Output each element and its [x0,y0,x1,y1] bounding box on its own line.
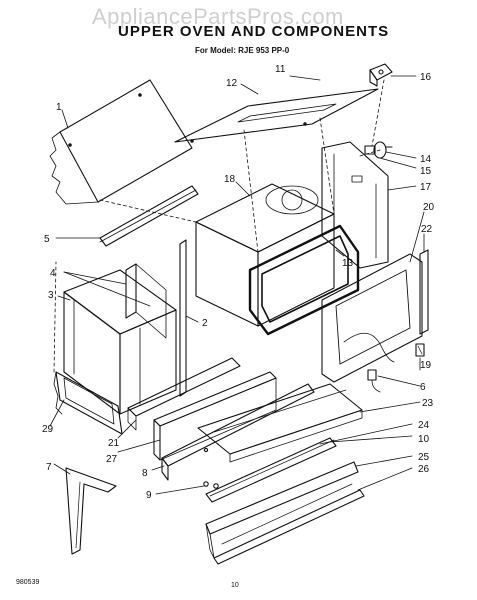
svg-text:19: 19 [420,360,432,371]
page-number: 10 [231,582,239,589]
svg-text:5: 5 [44,234,50,245]
diagram-title: UPPER OVEN AND COMPONENTS [118,23,390,40]
svg-text:23: 23 [422,398,434,409]
svg-text:12: 12 [226,78,238,89]
alignment-lines [53,79,385,373]
watermark: AppliancePartsPros.com [92,4,344,29]
vertical-bracket [125,263,167,339]
wire-connector [367,369,381,393]
svg-text:24: 24 [418,420,430,431]
catalog-number: 980539 [16,579,40,586]
svg-text:20: 20 [423,202,435,213]
back-panel [49,79,193,205]
svg-text:18: 18 [224,174,236,185]
screws [203,447,219,489]
svg-text:6: 6 [420,382,426,393]
bracket-part [369,63,393,87]
svg-text:13: 13 [342,258,354,269]
svg-text:2: 2 [202,318,208,329]
door-frame [321,253,423,383]
knob-part [364,141,393,159]
svg-text:11: 11 [275,64,286,75]
svg-text:7: 7 [46,462,52,473]
model-number: For Model: RJE 953 PP-0 [195,46,290,55]
svg-text:10: 10 [418,434,430,445]
svg-text:4: 4 [50,268,56,279]
bottom-tray [197,383,363,463]
oven-cavity [195,183,335,327]
hinge-rod [99,185,199,247]
small-bracket [415,343,425,357]
bottom-rail-10 [205,437,337,503]
front-panel-lower [153,371,277,461]
svg-text:17: 17 [420,182,432,193]
svg-text:14: 14 [420,154,432,165]
right-side-panel [321,141,389,269]
leader-lines [49,75,425,495]
svg-text:9: 9 [146,490,152,501]
rail [127,357,241,431]
bottom-panel [161,383,315,481]
svg-text:26: 26 [418,464,430,475]
bottom-channel [205,461,365,565]
svg-text:27: 27 [106,454,118,465]
svg-text:29: 29 [42,424,54,435]
svg-text:1: 1 [56,102,62,113]
svg-text:3: 3 [48,290,54,301]
angle-bracket [65,467,117,555]
svg-text:8: 8 [142,468,148,479]
svg-text:16: 16 [420,72,432,83]
top-panel [174,88,379,143]
callout-labels: 11 12 16 14 15 17 1 18 20 22 5 13 4 3 2 … [42,64,435,501]
svg-text:25: 25 [418,452,430,463]
left-side-box [63,269,177,415]
bottom-left-panel [53,371,123,435]
vertical-post [179,239,187,397]
door-gasket [248,224,360,336]
side-trim [419,249,429,335]
svg-text:15: 15 [420,166,432,177]
svg-text:21: 21 [108,438,120,449]
svg-text:22: 22 [421,224,433,235]
